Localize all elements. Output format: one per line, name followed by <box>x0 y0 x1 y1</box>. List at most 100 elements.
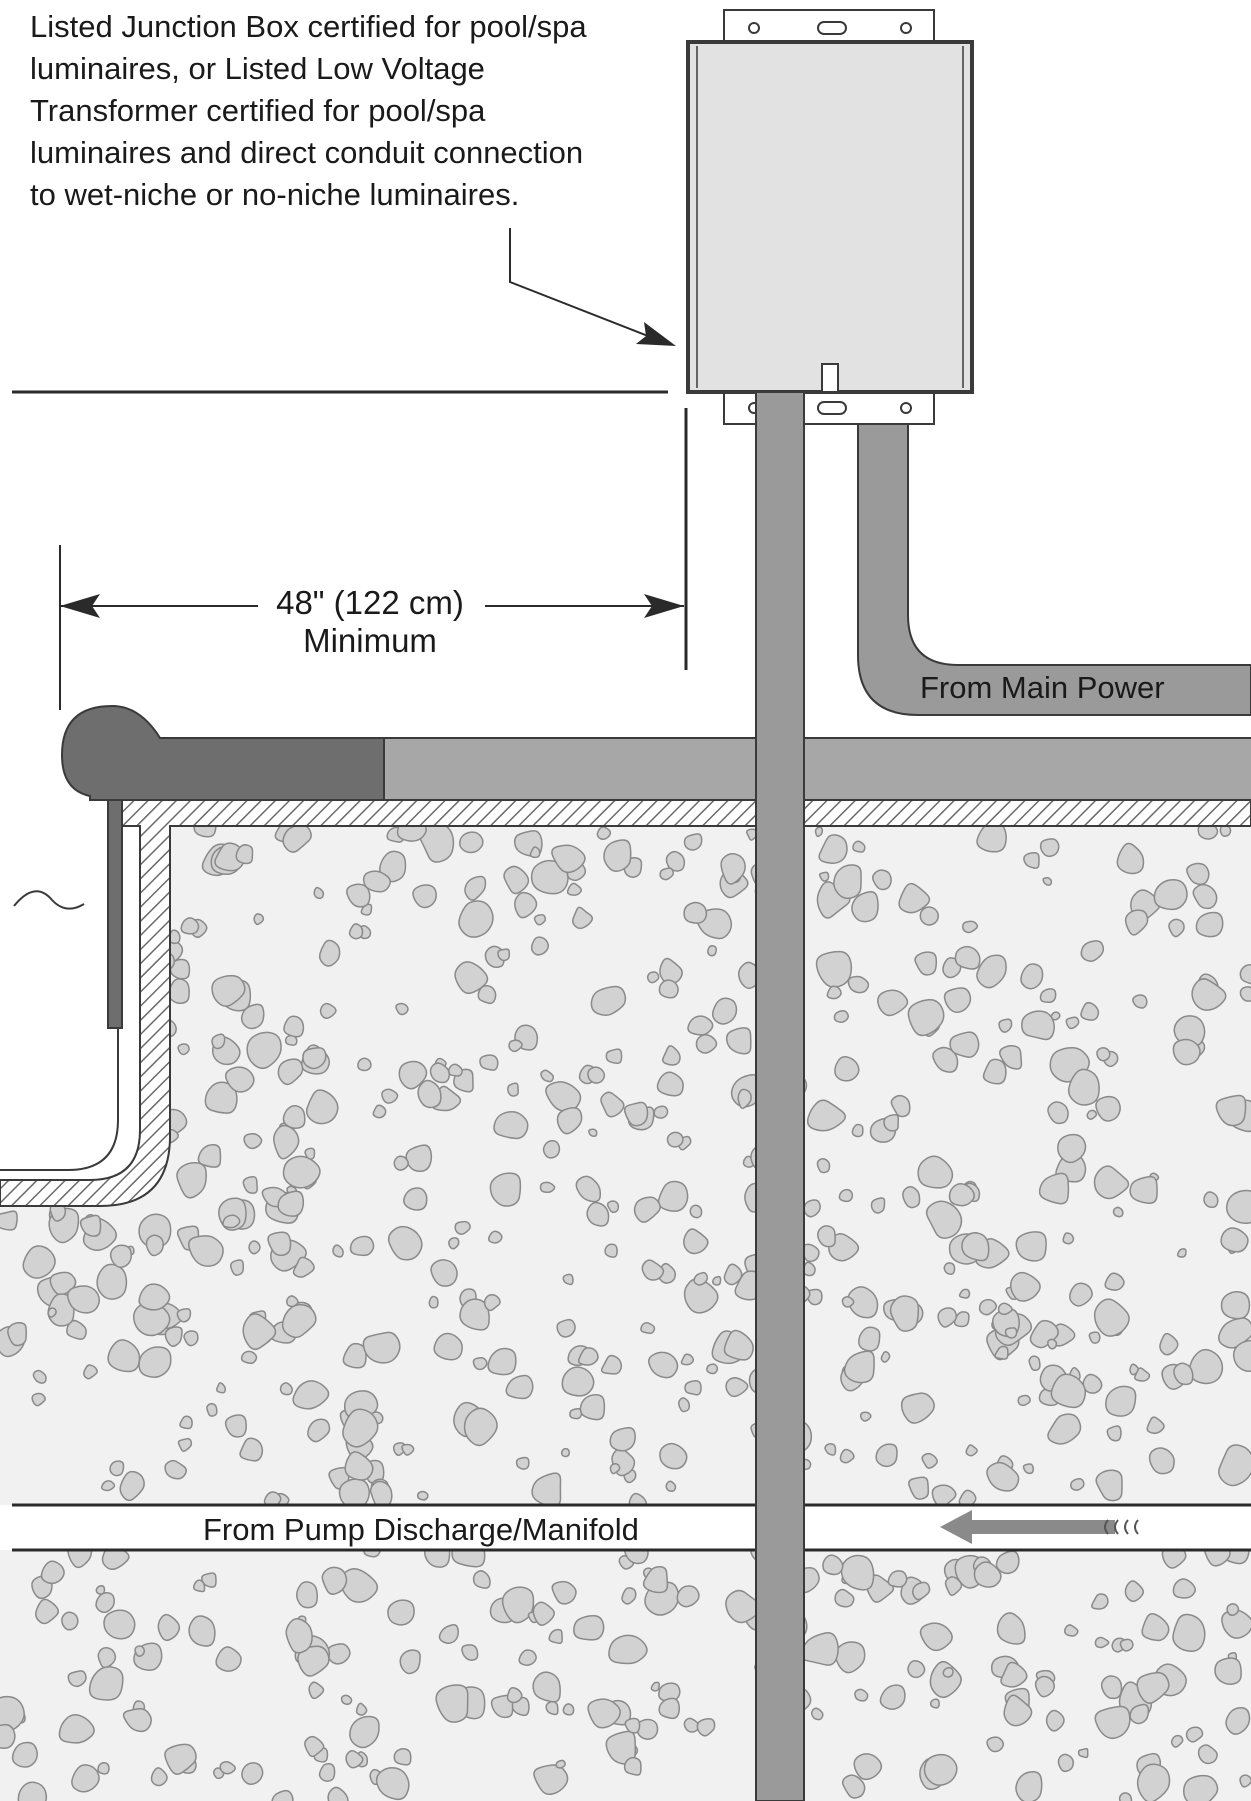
aggregate-stone <box>277 1058 304 1086</box>
aggregate-stone <box>66 1285 101 1314</box>
aggregate-stone <box>586 1201 610 1227</box>
aggregate-stone <box>369 1480 393 1505</box>
aggregate-stone <box>282 1155 321 1189</box>
aggregate-stone <box>931 1484 957 1505</box>
aggregate-stone <box>22 1245 56 1279</box>
aggregate-stone <box>435 1684 469 1723</box>
aggregate-stone <box>305 1089 339 1125</box>
aggregate-stone <box>1129 1703 1150 1725</box>
aggregate-stone <box>401 1443 415 1456</box>
aggregate-stone <box>82 969 96 983</box>
aggregate-stone <box>877 989 909 1017</box>
aggregate-stone <box>929 1698 941 1709</box>
aggregate-stone <box>1100 1675 1123 1700</box>
aggregate-stone <box>505 1374 534 1400</box>
aggregate-stone <box>943 987 972 1013</box>
aggregate-stone <box>944 1576 963 1597</box>
aggregate-stone <box>405 1144 433 1173</box>
aggregate-stone <box>332 1244 344 1258</box>
aggregate-stone <box>859 1411 872 1422</box>
aggregate-stone <box>58 1714 95 1744</box>
aggregate-stone <box>515 1456 530 1470</box>
aggregate-stone <box>477 985 497 1005</box>
aggregate-stone <box>854 1688 869 1702</box>
aggregate-stone <box>487 1347 517 1376</box>
aggregate-stone <box>242 1313 277 1351</box>
aggregate-stone <box>942 1667 954 1678</box>
aggregate-stone <box>1220 1290 1251 1320</box>
main-power-conduit <box>857 394 1251 716</box>
aggregate-stone <box>282 826 312 853</box>
aggregate-stone <box>707 945 717 957</box>
aggregate-stone <box>304 1735 325 1758</box>
aggregate-stone <box>976 954 1007 989</box>
aggregate-stone <box>875 1443 898 1468</box>
callout-leader-arrow <box>509 228 676 346</box>
aggregate-stone <box>953 1311 970 1328</box>
aggregate-stone <box>872 869 892 891</box>
aggregate-stone <box>883 1114 900 1132</box>
aggregate-stone <box>833 1010 849 1023</box>
aggregate-stone <box>1195 911 1224 938</box>
aggregate-stone <box>847 1286 879 1319</box>
aggregate-stone <box>318 1763 336 1782</box>
aggregate-stone <box>179 1415 193 1430</box>
aggregate-stone <box>18 932 44 959</box>
aggregate-stone <box>428 1295 439 1309</box>
aggregate-stone <box>483 1293 501 1312</box>
aggregate-stone <box>1239 1774 1251 1788</box>
aggregate-stone <box>937 1307 958 1328</box>
aggregate-stone <box>327 1786 349 1801</box>
aggregate-stone <box>579 1393 606 1421</box>
aggregate-stone <box>834 1641 866 1674</box>
aggregate-stone <box>600 1354 623 1375</box>
aggregate-stone <box>973 1561 1002 1588</box>
water-surface-mark <box>13 890 85 910</box>
aggregate-stone <box>1093 1298 1130 1337</box>
aggregate-stone <box>429 1062 451 1084</box>
aggregate-stone <box>623 1550 649 1565</box>
aggregate-stone <box>847 975 870 994</box>
aggregate-stone <box>1204 1550 1231 1567</box>
aggregate-stone <box>1220 1227 1249 1253</box>
aggregate-stone <box>107 1339 141 1373</box>
aggregate-stone <box>548 1628 563 1645</box>
aggregate-stone <box>1203 1191 1219 1209</box>
aggregate-stone <box>646 971 660 984</box>
aggregate-stone <box>1086 1109 1098 1120</box>
aggregate-stone <box>551 1580 577 1605</box>
aggregate-stone <box>103 1609 136 1640</box>
aggregate-stone <box>917 1155 954 1189</box>
aggregate-stone <box>556 1107 583 1135</box>
aggregate-stone <box>40 1560 65 1585</box>
aggregate-stone <box>623 1101 649 1127</box>
aggregate-stone <box>976 826 1007 853</box>
aggregate-stone <box>253 913 265 926</box>
aggregate-stone <box>101 1550 130 1571</box>
aggregate-stone <box>889 1295 920 1332</box>
aggregate-stone <box>177 1043 190 1056</box>
aggregate-stone <box>282 1105 306 1129</box>
aggregate-stone <box>1172 1038 1201 1066</box>
aggregate-stone <box>1062 1232 1075 1245</box>
aggregate-stone <box>1215 1094 1247 1127</box>
aggregate-stone <box>720 852 746 885</box>
aggregate-stone <box>545 1700 559 1716</box>
aggregate-stone <box>0 858 15 883</box>
aggregate-stone <box>357 1057 372 1072</box>
aggregate-stone <box>164 1743 197 1775</box>
aggregate-stone <box>176 1162 207 1199</box>
aggregate-stone <box>962 920 979 934</box>
aggregate-stone <box>986 1736 1005 1753</box>
aggregate-stone <box>463 1407 498 1447</box>
aggregate-stone <box>123 829 139 845</box>
aggregate-stone <box>590 985 627 1017</box>
aggregate-stone <box>344 1451 374 1481</box>
dimension-value: 48" (122 cm) <box>276 584 464 621</box>
aggregate-stone <box>666 1131 684 1148</box>
aggregate-stone <box>998 1018 1013 1033</box>
aggregate-stone <box>342 1408 379 1448</box>
aggregate-stone <box>965 1444 978 1457</box>
aggregate-stone <box>235 844 254 865</box>
aggregate-stone <box>214 842 246 872</box>
